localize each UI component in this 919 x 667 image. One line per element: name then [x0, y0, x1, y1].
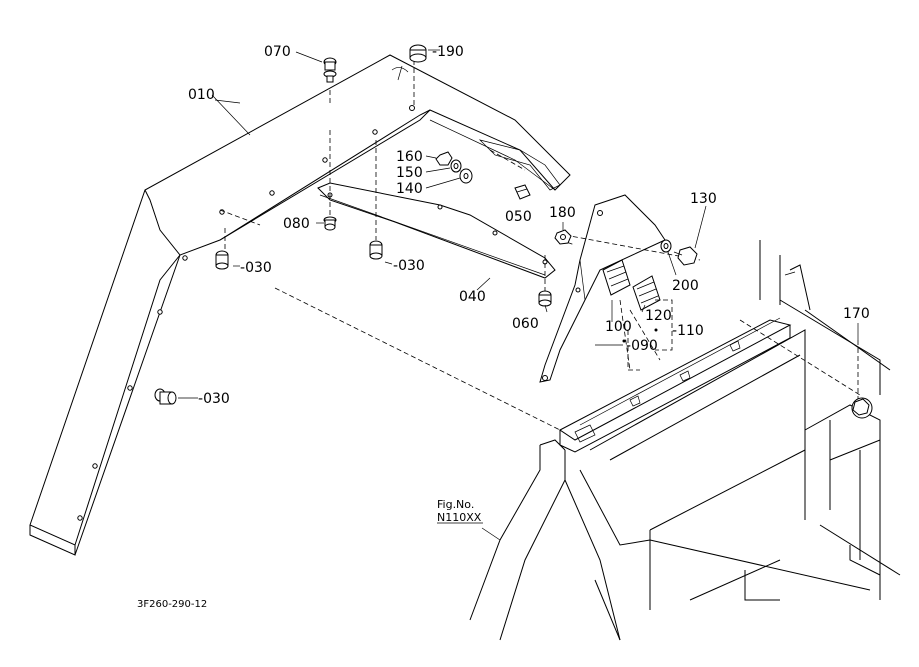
figure-label: Fig.No. [437, 498, 474, 511]
label-040: 040 [459, 289, 486, 305]
label-030-b: -030 [393, 258, 425, 274]
label-080: 080 [283, 216, 310, 232]
label-180: 180 [549, 205, 576, 221]
bolt-030-a [215, 250, 229, 270]
label-190: -190 [432, 44, 464, 60]
washer-200 [660, 239, 672, 253]
clip-nut-050 [514, 184, 531, 200]
callout-lines [178, 49, 859, 541]
drawing-code: 3F260-290-12 [137, 599, 207, 610]
grommet-080 [323, 216, 337, 231]
nut-060 [538, 290, 552, 307]
fender-010 [29, 54, 571, 556]
label-100: 100 [605, 319, 632, 335]
label-150: 150 [396, 165, 423, 181]
label-030-c: -030 [198, 391, 230, 407]
label-090: -090 [626, 338, 658, 354]
bolt-070 [323, 57, 337, 83]
label-120: 120 [645, 308, 672, 324]
label-130: 130 [690, 191, 717, 207]
part-labels: 010 070 -190 160 150 140 050 080 -030 -0… [188, 44, 870, 407]
label-160: 160 [396, 149, 423, 165]
bolt-170 [851, 397, 873, 419]
bolt-130 [673, 246, 698, 266]
label-060: 060 [512, 316, 539, 332]
bolt-030-b [369, 240, 383, 260]
figure-reference: Fig.No. N110XX [437, 498, 482, 524]
washer-150 [450, 159, 462, 173]
label-140: 140 [396, 181, 423, 197]
label-010: 010 [188, 87, 215, 103]
nut-190 [409, 44, 427, 63]
label-170: 170 [843, 306, 870, 322]
label-110: -110 [672, 323, 704, 339]
bolt-030-c [154, 388, 177, 405]
bracket-090 [539, 194, 666, 383]
figure-number: N110XX [437, 511, 482, 524]
label-030-a: -030 [240, 260, 272, 276]
washer-140 [459, 168, 473, 184]
nut-160 [435, 151, 453, 166]
frame-structure [469, 240, 901, 641]
fasteners [154, 44, 873, 419]
label-050: 050 [505, 209, 532, 225]
label-200: 200 [672, 278, 699, 294]
nut-180 [554, 229, 572, 245]
stay-040 [317, 182, 556, 279]
label-070: 070 [264, 44, 291, 60]
